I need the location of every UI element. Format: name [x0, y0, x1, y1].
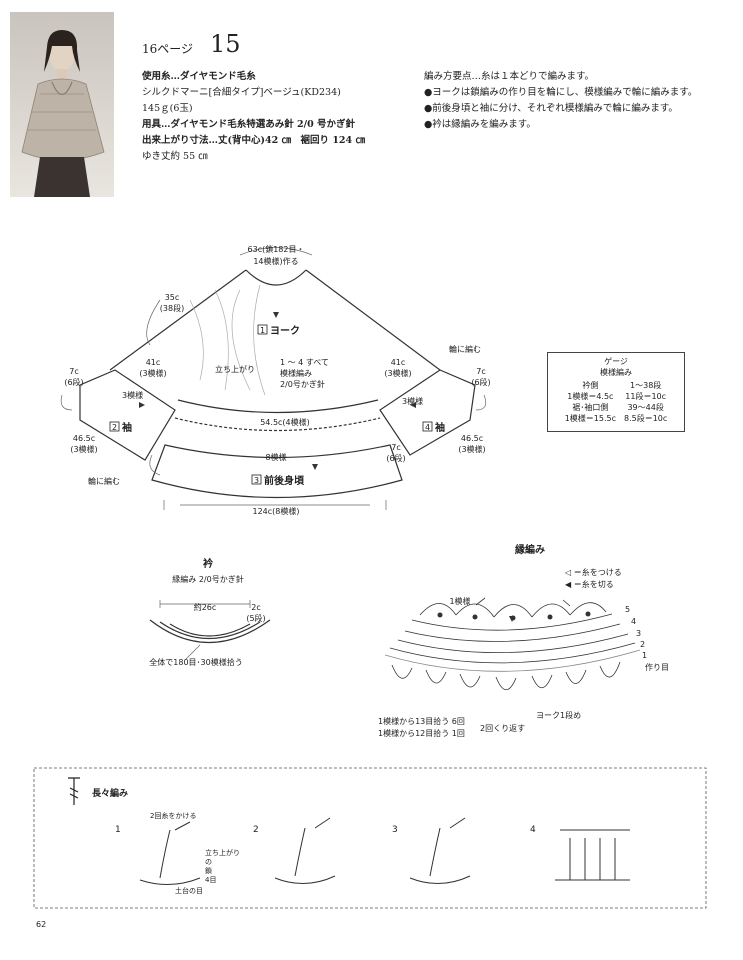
edging-start-label: 作り目 — [645, 662, 669, 672]
gauge-table: 衿側 1～38段 1模様＝4.5c 11段＝10c 裾･袖口側 39～44段 1模様＝… — [561, 380, 672, 424]
materials-block: 使用糸…ダイヤモンド毛糸 シルクドマーニ[合細タイプ]ベージュ(KD234) 1… — [142, 69, 412, 165]
collar-depth: 2c — [251, 603, 261, 612]
right-sleeve-rows: (6段) — [471, 377, 490, 387]
round-knit-right: 輪に編む — [449, 344, 481, 354]
left-width-label: 41c — [146, 358, 161, 367]
collar-edging-diagram: 衿 縁編み 2/0号かぎ針 約26c 2c (5段) 全体で180目･30模様拾… — [149, 543, 669, 738]
gauge-cell: 1模様＝4.5c — [567, 392, 614, 401]
right-width-label: 41c — [391, 358, 406, 367]
step-1: 1 — [115, 825, 121, 835]
gauge-cell: 1模様＝15.5c — [564, 414, 616, 423]
hem-label: 124c(8模様) — [253, 506, 300, 516]
edging-legend-cut: ◀ ＝糸を切る — [565, 579, 614, 589]
right-sleeve-number: 4 — [425, 423, 430, 432]
model-photo — [10, 12, 114, 197]
right-sleeve-width-patterns: (3模様) — [458, 444, 485, 454]
right-sleeve-depth: 7c — [476, 367, 486, 376]
page-reference: 16ページ — [142, 42, 194, 56]
all-parts-note-2: 模様編み — [280, 368, 312, 378]
collar-rows: (5段) — [246, 613, 265, 623]
yoke-label: ヨーク — [270, 325, 300, 337]
technique-title: 長々編み — [92, 787, 128, 799]
yoke-length-label: 35c — [165, 293, 180, 302]
method-line: ●ヨークは鎖編みの作り目を輪にし、模様編みで輪に編みます。 — [424, 87, 698, 98]
step-3: 3 — [392, 825, 398, 835]
left-sleeve-patterns: 3模様 — [122, 390, 143, 400]
edging-row-2: 2 — [640, 640, 645, 649]
neck-label-1: 63c(鎖182目・ — [248, 244, 305, 254]
material-line: 使用糸…ダイヤモンド毛糸 — [142, 71, 256, 82]
body-rows: (6段) — [386, 453, 405, 463]
step-4: 4 — [530, 825, 536, 835]
right-sleeve-label: 袖 — [434, 421, 445, 434]
gauge-cell: 8.5段＝10c — [624, 414, 668, 423]
technique-panel: 長々編み 1 2 3 4 2回糸をかける 立ち上がり の 鎖 4目 土台の目 — [33, 767, 707, 909]
method-line: ●前後身頃と袖に分け、それぞれ模様編みで輪に編みます。 — [424, 103, 678, 114]
step-1-rise-note-3: 鎖 — [205, 866, 212, 875]
gauge-cell: 衿側 — [582, 381, 599, 390]
edging-legend-attach: ◁ ＝糸をつける — [564, 567, 622, 577]
edging-repeat-note: 2回くり返す — [480, 724, 525, 733]
method-line: 編み方要点…糸は１本どりで編みます。 — [424, 71, 595, 82]
step-2: 2 — [253, 825, 259, 835]
gauge-cell: 11段＝10c — [625, 392, 667, 401]
left-pattern-label: (3模様) — [139, 368, 166, 378]
body-depth: 7c — [391, 443, 401, 452]
yoke-number: 1 — [260, 326, 265, 335]
material-line: 用具…ダイヤモンド毛糸特選あみ針 2/0 号かぎ針 — [142, 119, 356, 130]
all-parts-note-3: 2/0号かぎ針 — [280, 379, 325, 389]
gauge-subtitle: 模様編み — [600, 368, 632, 377]
material-line: 出来上がり寸法…丈(背中心)42 ㎝ 裾回り 124 ㎝ — [142, 135, 365, 146]
edging-row-1: 1 — [642, 651, 647, 660]
method-block: 編み方要点…糸は１本どりで編みます。 ●ヨークは鎖編みの作り目を輪にし、模様編み… — [424, 69, 724, 133]
left-sleeve-width: 46.5c — [73, 434, 95, 443]
step-1-rise-note-1: 立ち上がり — [205, 848, 240, 857]
left-sleeve-label: 袖 — [121, 421, 132, 434]
body-label: 前後身頃 — [264, 474, 305, 487]
right-pattern-label: (3模様) — [384, 368, 411, 378]
gauge-cell: 裾･袖口側 — [572, 403, 609, 412]
method-line: ●衿は縁編みを編みます。 — [424, 119, 536, 130]
rise-label: 立ち上がり — [215, 364, 255, 374]
collar-subtitle: 縁編み 2/0号かぎ針 — [172, 574, 243, 584]
edging-repeat-2: 1模様から12目拾う 1回 — [378, 728, 465, 738]
yoke-bottom-width: 54.5c(4模様) — [260, 417, 310, 427]
round-knit-left: 輪に編む — [88, 476, 120, 486]
material-line: ゆき丈約 55 ㎝ — [142, 151, 208, 162]
right-sleeve-patterns: 3模様 — [402, 396, 423, 406]
gauge-box: ゲージ 模様編み 衿側 1～38段 1模様＝4.5c 11段＝10c 裾･袖口側 39… — [547, 352, 685, 432]
edging-row-4: 4 — [631, 617, 636, 626]
step-1-rise-note-4: 4目 — [205, 876, 216, 884]
gauge-title: ゲージ — [604, 357, 628, 366]
left-sleeve-depth: 7c — [69, 367, 79, 376]
edging-repeat-1: 1模様から13目拾う 6回 — [378, 716, 465, 726]
neck-label-2: 14模様)作る — [253, 256, 298, 266]
gauge-cell: 1～38段 — [630, 381, 662, 390]
left-sleeve-width-patterns: (3模様) — [70, 444, 97, 454]
collar-pick-up: 全体で180目･30模様拾う — [149, 657, 242, 667]
all-parts-note-1: 1 ～ 4 すべて — [280, 358, 329, 367]
edging-yoke-row: ヨーク1段め — [536, 710, 581, 720]
collar-width: 約26c — [194, 602, 217, 612]
left-sleeve-rows: (6段) — [64, 377, 83, 387]
right-sleeve-width: 46.5c — [461, 434, 483, 443]
schematic-diagram: 63c(鎖182目・ 14模様)作る 35c (38段) 1 ヨーク 立ち上がり… — [60, 244, 491, 516]
item-number: 15 — [210, 30, 241, 58]
body-patterns: 8模様 — [265, 452, 286, 462]
collar-title: 衿 — [203, 557, 213, 570]
yoke-rows-label: (38段) — [160, 303, 184, 313]
step-1-base-note: 土台の目 — [175, 886, 203, 895]
step-1-rise-note-2: の — [205, 858, 212, 866]
page-number: 62 — [36, 920, 47, 929]
edging-one-pattern: 1模様 — [449, 596, 470, 606]
body-number: 3 — [254, 476, 259, 485]
left-sleeve-number: 2 — [112, 423, 117, 432]
edging-row-5: 5 — [625, 605, 630, 614]
material-line: 145ｇ(6玉) — [142, 103, 193, 114]
edging-title: 縁編み — [515, 543, 545, 556]
gauge-cell: 39～44段 — [627, 403, 664, 412]
material-line: シルクドマーニ[合細タイプ]ベージュ(KD234) — [142, 87, 341, 98]
step-1-wrap-note: 2回糸をかける — [150, 811, 196, 820]
edging-row-3: 3 — [636, 629, 641, 638]
